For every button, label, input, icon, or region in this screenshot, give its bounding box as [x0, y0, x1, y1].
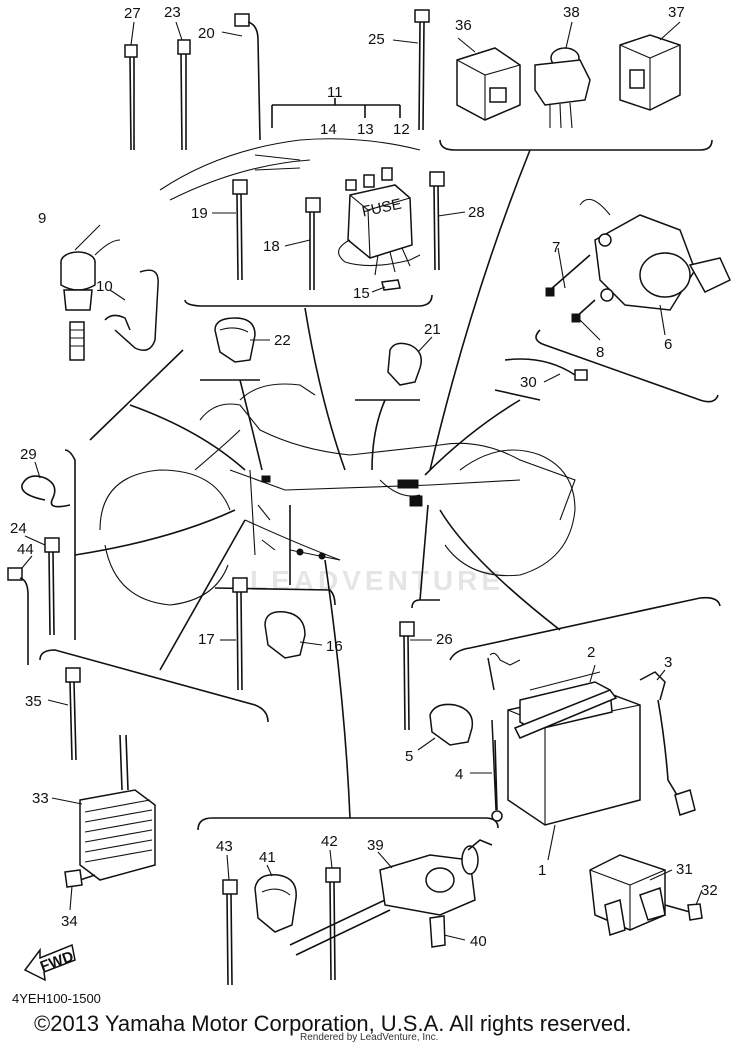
- callout-37: 37: [668, 4, 685, 21]
- cable-tie-20: [234, 13, 261, 141]
- cable-tie-43: [222, 879, 238, 986]
- main-switch: [545, 198, 731, 323]
- callout-1: 1: [538, 862, 546, 879]
- relay-37: [619, 34, 681, 111]
- clamp-5: [429, 703, 474, 746]
- fuse-box-group: FUSE: [159, 98, 421, 291]
- harness-30: [504, 358, 588, 381]
- clamp-41: [254, 874, 297, 933]
- clamp-16: [264, 611, 306, 659]
- watermark: LEADVENTURE: [250, 565, 505, 596]
- cable-tie-19: [232, 179, 248, 281]
- cable-tie-23: [177, 39, 191, 151]
- bracket-10: [104, 269, 159, 351]
- callout-25: 25: [368, 31, 385, 48]
- callout-41: 41: [259, 849, 276, 866]
- cable-tie-27: [124, 44, 138, 151]
- part-code: 4YEH100-1500: [12, 991, 101, 1006]
- cable-tie-24: [44, 537, 60, 636]
- cable-tie-26: [399, 621, 415, 731]
- callout-21: 21: [424, 321, 441, 338]
- cable-tie-42: [325, 867, 341, 981]
- rectifier-regulator: [64, 734, 156, 888]
- callout-9: 9: [38, 210, 46, 227]
- callout-22: 22: [274, 332, 291, 349]
- clip-29: [21, 475, 71, 508]
- callout-31: 31: [676, 861, 693, 878]
- rendered-by-text: Rendered by LeadVenture, Inc.: [300, 1032, 439, 1043]
- callout-8: 8: [596, 344, 604, 361]
- callout-42: 42: [321, 833, 338, 850]
- callout-17: 17: [198, 631, 215, 648]
- callout-11: 11: [327, 84, 343, 101]
- callout-10: 10: [96, 278, 113, 295]
- battery: [487, 652, 696, 826]
- relay-38: [534, 47, 591, 129]
- callout-3: 3: [664, 654, 672, 671]
- callout-38: 38: [563, 4, 580, 21]
- callout-29: 29: [20, 446, 37, 463]
- callout-5: 5: [405, 748, 413, 765]
- sensor-9: [60, 239, 121, 361]
- cable-ties: [7, 9, 445, 986]
- callout-19: 19: [191, 205, 208, 222]
- relay-36: [456, 47, 521, 121]
- callout-14: 14: [320, 121, 337, 138]
- callout-20: 20: [198, 25, 215, 42]
- callout-leaders: [21, 21, 703, 941]
- cable-tie-25: [414, 9, 430, 131]
- callout-33: 33: [32, 790, 49, 807]
- callout-23: 23: [164, 4, 181, 21]
- callout-4: 4: [455, 766, 463, 783]
- cable-tie-17: [232, 577, 248, 691]
- starter-relay: [589, 854, 703, 936]
- group-brackets: [39, 139, 721, 831]
- cable-tie-18: [305, 197, 321, 290]
- callout-27: 27: [124, 5, 141, 22]
- motorcycle-outline: [99, 383, 576, 606]
- copyright-text: ©2013 Yamaha Motor Corporation, U.S.A. A…: [34, 1011, 632, 1036]
- callout-numbers: 1 2 3 4 5 6 7 8 9 10 11 12 13 14 15 16 1…: [10, 4, 718, 950]
- callout-28: 28: [468, 204, 485, 221]
- callout-40: 40: [470, 933, 487, 950]
- fwd-arrow: FWD: [23, 943, 76, 982]
- callout-39: 39: [367, 837, 384, 854]
- callout-18: 18: [263, 238, 280, 255]
- callout-30: 30: [520, 374, 537, 391]
- callout-6: 6: [664, 336, 672, 353]
- callout-34: 34: [61, 913, 78, 930]
- callout-16: 16: [326, 638, 343, 655]
- callout-43: 43: [216, 838, 233, 855]
- callout-36: 36: [455, 17, 472, 34]
- callout-24: 24: [10, 520, 27, 537]
- callout-15: 15: [353, 285, 370, 302]
- callout-13: 13: [357, 121, 374, 138]
- callout-44: 44: [17, 541, 34, 558]
- cable-tie-44: [7, 567, 29, 665]
- callout-35: 35: [25, 693, 42, 710]
- leader-lines: [74, 149, 561, 819]
- callout-32: 32: [701, 882, 718, 899]
- callout-12: 12: [393, 121, 410, 138]
- sidestand-switch: [289, 839, 493, 956]
- clamp-22: [214, 317, 256, 363]
- callout-2: 2: [587, 644, 595, 661]
- cable-tie-28: [429, 171, 445, 271]
- clamp-21: [387, 342, 422, 386]
- callout-26: 26: [436, 631, 453, 648]
- callout-7: 7: [552, 239, 560, 256]
- cable-tie-35: [65, 667, 81, 761]
- fwd-label: FWD: [38, 948, 76, 976]
